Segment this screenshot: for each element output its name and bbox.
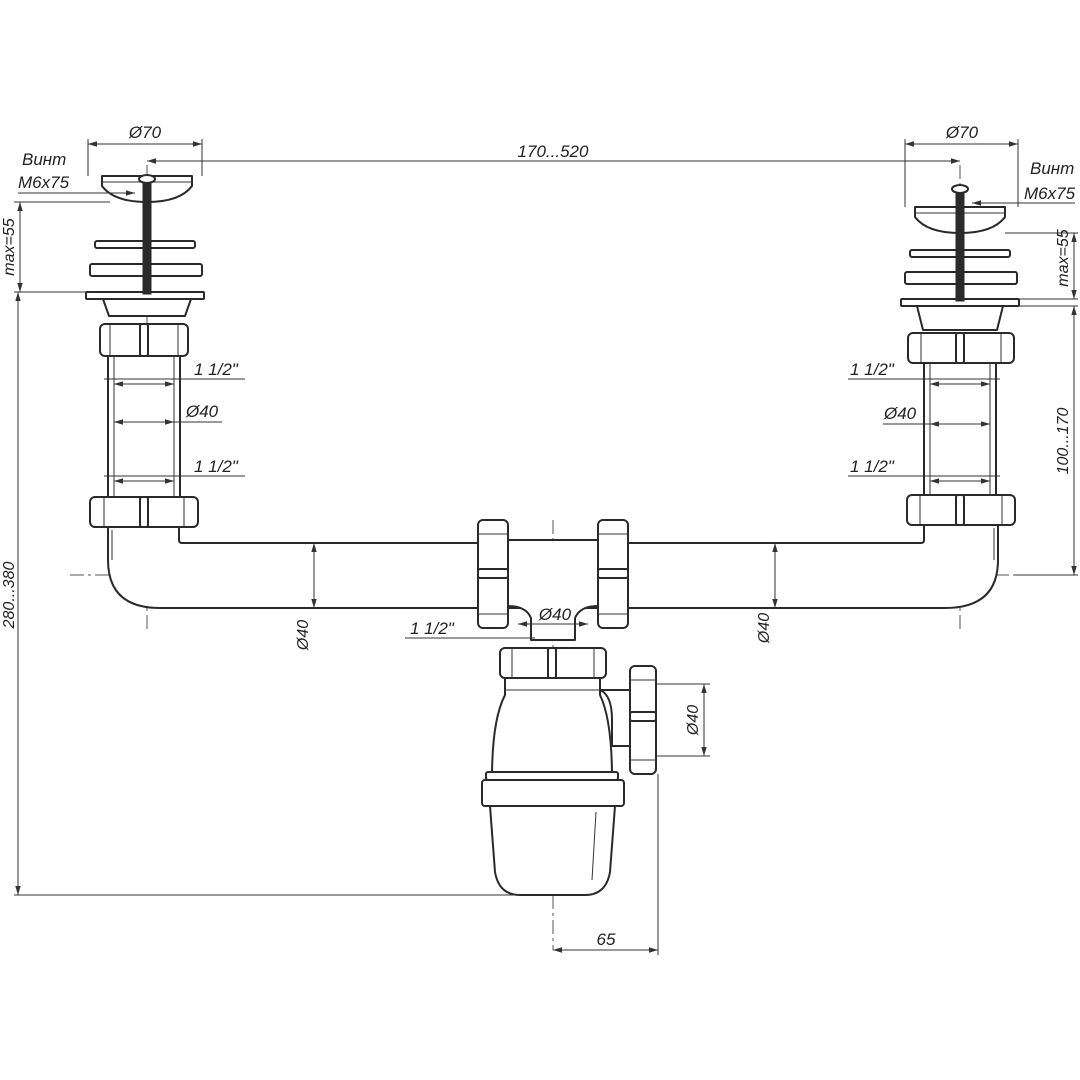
tee-diameter-label: Ø40 (538, 605, 572, 624)
right-diameter-70-label: Ø70 (945, 123, 979, 142)
outlet-offset-label: 65 (597, 930, 616, 949)
left-riser-diameter-label: Ø40 (185, 402, 219, 421)
left-lower-thread-label: 1 1/2" (194, 457, 239, 476)
left-screw-size: M6x75 (18, 173, 70, 192)
outlet-diameter-label: Ø40 (685, 705, 702, 736)
right-screw-icon (955, 192, 965, 302)
dimension-labels: Ø70 Ø70 170...520 Винт M6x75 Винт M6x75 … (1, 123, 1076, 949)
left-upper-thread-label: 1 1/2" (194, 360, 239, 379)
pipe-diameter-right-label: Ø40 (756, 613, 773, 644)
total-height-label: 280...380 (1, 562, 18, 630)
right-screw-title: Винт (1030, 159, 1074, 178)
pipe-diameter-left-label: Ø40 (295, 620, 312, 651)
right-screw-size: M6x75 (1024, 184, 1076, 203)
right-riser-diameter-label: Ø40 (883, 404, 917, 423)
left-screw-icon (142, 183, 152, 295)
tee-thread-label: 1 1/2" (410, 619, 455, 638)
left-strainer-assembly (85, 174, 205, 528)
span-label: 170...520 (518, 142, 589, 161)
bottle-trap (481, 647, 657, 896)
right-lower-thread-label: 1 1/2" (850, 457, 895, 476)
right-max-height-label: max=55 (1055, 229, 1072, 286)
right-upper-thread-label: 1 1/2" (850, 360, 895, 379)
left-screw-title: Винт (22, 150, 66, 169)
tee-fitting (477, 519, 629, 641)
dimension-lines (14, 139, 1078, 955)
left-diameter-70-label: Ø70 (128, 123, 162, 142)
right-strainer-assembly (900, 184, 1020, 526)
left-max-height-label: max=55 (1, 218, 18, 275)
riser-height-label: 100...170 (1055, 408, 1072, 475)
